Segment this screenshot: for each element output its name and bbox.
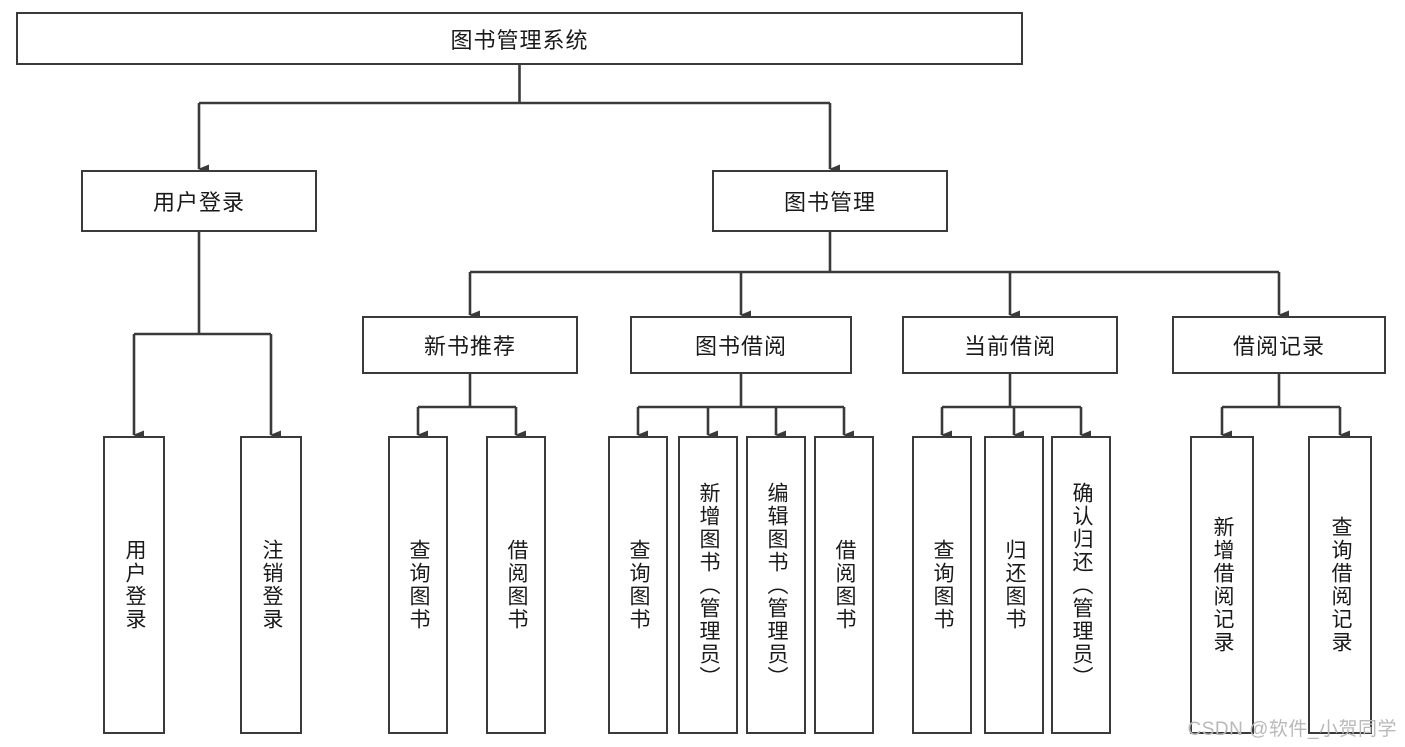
node-l2-图书管理[interactable]: 图书管理 [712,170,948,232]
node-leaf-1-注销登录[interactable]: 注销登录 [240,436,302,734]
node-leaf-12-查询借阅记录[interactable]: 查询借阅记录 [1308,436,1372,734]
node-label: 新书推荐 [423,334,516,359]
node-leaf-11-新增借阅记录[interactable]: 新增借阅记录 [1190,436,1254,734]
node-leaf-7-借阅图书[interactable]: 借阅图书 [814,436,874,734]
node-label: 新增借阅记录 [1211,516,1235,654]
node-leaf-4-查询图书[interactable]: 查询图书 [608,436,668,734]
node-leaf-0-用户登录[interactable]: 用户登录 [103,436,165,734]
watermark: CSDN @软件_小贺同学 [1187,719,1397,740]
node-leaf-5-新增图书管理员[interactable]: 新增图书（管理员） [678,436,738,734]
node-label: 归还图书 [1003,539,1027,631]
node-label: 图书管理系统 [450,27,589,53]
node-root-图书管理系统[interactable]: 图书管理系统 [16,12,1023,65]
node-leaf-2-查询图书[interactable]: 查询图书 [388,436,448,734]
node-leaf-8-查询图书[interactable]: 查询图书 [912,436,972,734]
node-leaf-3-借阅图书[interactable]: 借阅图书 [486,436,546,734]
node-label: 借阅图书 [505,539,529,631]
node-label: 确认归还（管理员） [1070,481,1094,689]
node-label: 查询图书 [931,539,955,631]
node-leaf-6-编辑图书管理员[interactable]: 编辑图书（管理员） [746,436,806,734]
node-label: 图书借阅 [694,334,787,359]
node-leaf-9-归还图书[interactable]: 归还图书 [984,436,1044,734]
node-label: 编辑图书（管理员） [765,481,789,689]
node-label: 用户登录 [123,539,147,631]
node-label: 借阅记录 [1232,334,1325,359]
node-label: 借阅图书 [833,539,857,631]
node-l3-借阅记录[interactable]: 借阅记录 [1172,316,1386,374]
node-label: 注销登录 [260,539,284,631]
node-l2-用户登录[interactable]: 用户登录 [81,170,317,232]
node-label: 图书管理 [783,190,876,215]
node-label: 查询图书 [407,539,431,631]
node-label: 查询借阅记录 [1329,516,1353,654]
node-label: 查询图书 [627,539,651,631]
node-label: 用户登录 [152,190,245,215]
node-l3-图书借阅[interactable]: 图书借阅 [630,316,852,374]
node-label: 当前借阅 [963,334,1056,359]
node-l3-新书推荐[interactable]: 新书推荐 [362,316,578,374]
node-leaf-10-确认归还管理员[interactable]: 确认归还（管理员） [1051,436,1111,734]
node-l3-当前借阅[interactable]: 当前借阅 [902,316,1118,374]
node-label: 新增图书（管理员） [697,481,721,689]
